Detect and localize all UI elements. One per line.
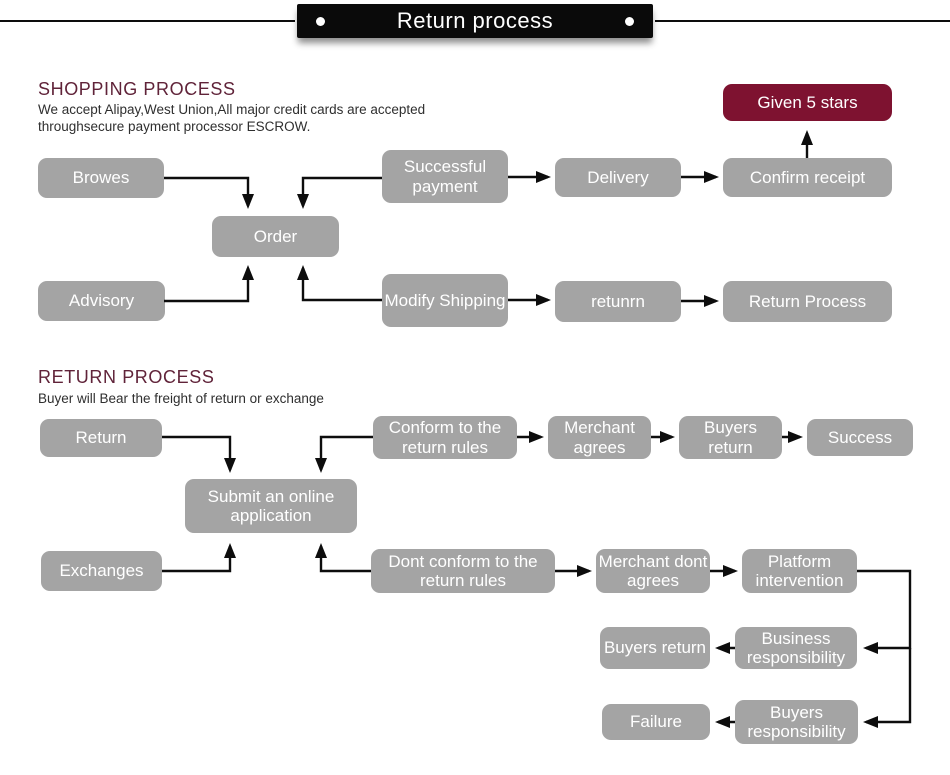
connector-platform-business (857, 569, 912, 654)
connector-modify-order (297, 265, 382, 302)
shopping-process-desc-line1: We accept Alipay,West Union,All major cr… (38, 102, 426, 117)
connector-trunk-buyersresponsibility (863, 648, 912, 728)
node-conform-rules: Conform to the return rules (373, 416, 517, 459)
banner-dot-right-icon (625, 17, 634, 26)
node-given-5-stars: Given 5 stars (723, 84, 892, 121)
node-buyers-return-mid: Buyers return (600, 627, 710, 669)
node-merchant-dont-agrees: Merchant dont agrees (596, 549, 710, 593)
node-business-responsibility: Business responsibility (735, 627, 857, 669)
node-success: Success (807, 419, 913, 456)
node-buyers-responsibility: Buyers responsibility (735, 700, 858, 744)
page-title: Return process (396, 8, 554, 33)
return-process-desc: Buyer will Bear the freight of return or… (38, 391, 324, 406)
node-return-process: Return Process (723, 281, 892, 322)
banner-dot-left-icon (316, 17, 325, 26)
node-dont-conform-rules: Dont conform to the return rules (371, 549, 555, 593)
node-failure: Failure (602, 704, 710, 740)
node-merchant-agrees: Merchant agrees (548, 416, 651, 459)
node-advisory: Advisory (38, 281, 165, 321)
node-return: Return (40, 419, 162, 457)
shopping-process-desc-line2: throughsecure payment processor ESCROW. (38, 119, 311, 134)
node-browes: Browes (38, 158, 164, 198)
return-process-heading: RETURN PROCESS (38, 367, 215, 387)
node-submit-application: Submit an online application (185, 479, 357, 533)
node-retunrn: retunrn (555, 281, 681, 322)
node-exchanges: Exchanges (41, 551, 162, 591)
title-banner: Return process (297, 4, 653, 38)
connector-return-submit (162, 435, 236, 473)
node-order: Order (212, 216, 339, 257)
connector-dontconform-submit (315, 543, 371, 573)
connector-browes-order (164, 176, 254, 209)
connector-exchanges-submit (162, 543, 236, 573)
node-successful-payment: Successful payment (382, 150, 508, 203)
node-platform-intervention: Platform intervention (742, 549, 857, 593)
node-modify-shipping: Modify Shipping (382, 274, 508, 327)
connector-advisory-order (164, 265, 254, 303)
shopping-process-heading: SHOPPING PROCESS (38, 79, 236, 99)
connector-payment-order (297, 176, 382, 209)
connector-conform-submit (315, 435, 373, 473)
node-delivery: Delivery (555, 158, 681, 197)
node-buyers-return-top: Buyers return (679, 416, 782, 459)
node-confirm-receipt: Confirm receipt (723, 158, 892, 197)
